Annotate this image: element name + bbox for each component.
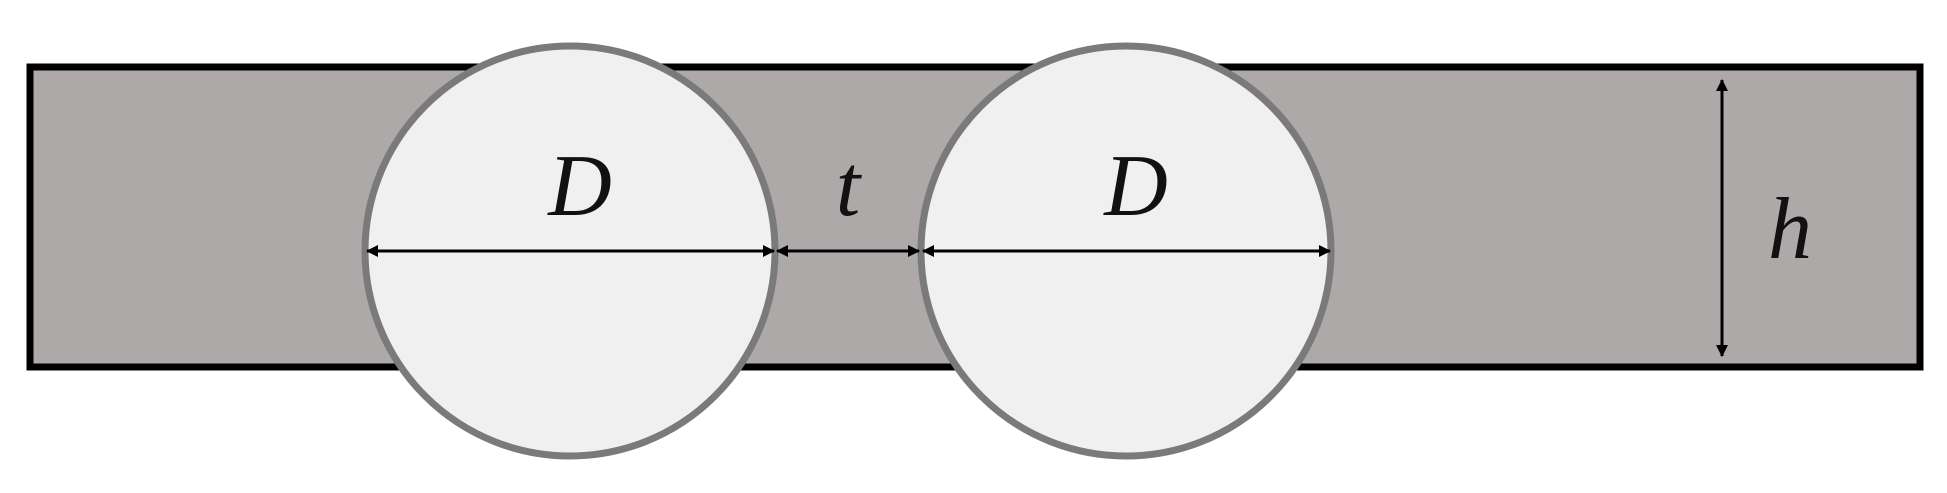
label-diameter-left: D — [547, 138, 612, 235]
label-height: h — [1768, 181, 1812, 278]
label-diameter-right: D — [1103, 138, 1168, 235]
label-spacing: t — [836, 138, 863, 235]
